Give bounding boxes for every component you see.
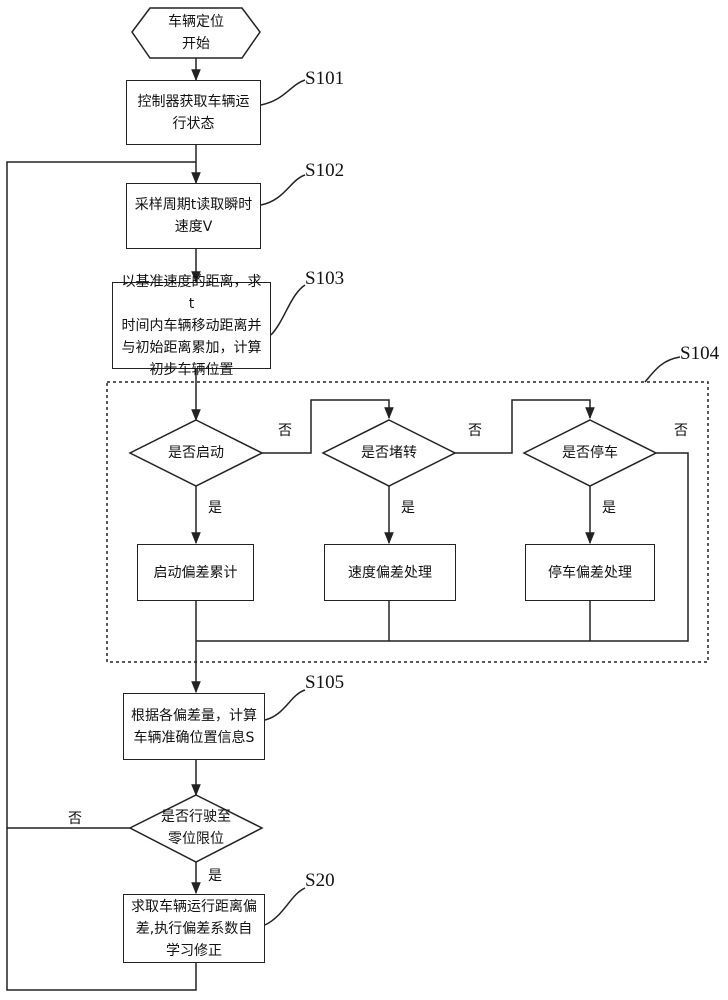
- decision-limit-text: 是否行驶至 零位限位: [161, 809, 231, 847]
- yes-label-stall: 是: [401, 500, 415, 516]
- decision-start-text: 是否启动: [168, 445, 224, 461]
- no-label-start: 否: [278, 423, 292, 439]
- s103-box: 以基准速度的距离，求t 时间内车辆移动距离并 与初始距离累加，计算 初步车辆位置: [112, 274, 271, 378]
- yes-label-start: 是: [208, 500, 222, 516]
- decision-stall-text: 是否堵转: [361, 445, 417, 461]
- yes-label-stop: 是: [602, 500, 616, 516]
- s102-box: 采样周期t读取瞬时 速度V: [126, 183, 261, 249]
- s105-box: 根据各偏差量，计算 车辆准确位置信息S: [123, 693, 265, 760]
- s101-label: S101: [305, 68, 345, 89]
- s105-label: S105: [305, 672, 345, 693]
- s101-box: 控制器获取车辆运 行状态: [126, 80, 261, 145]
- process-speed-dev: 速度偏差处理: [324, 544, 456, 601]
- no-label-stall: 否: [468, 423, 482, 439]
- s20-label: S20: [305, 870, 335, 891]
- s20-box: 求取车辆运行距离偏 差,执行偏差系数自 学习修正: [123, 894, 265, 963]
- decision-stop-text: 是否停车: [562, 445, 618, 461]
- s104-label: S104: [680, 343, 720, 364]
- start-terminal-shape: [131, 7, 261, 59]
- yes-label-limit: 是: [208, 868, 222, 884]
- no-label-limit: 否: [68, 811, 82, 827]
- process-stop-dev: 停车偏差处理: [525, 544, 655, 601]
- no-label-stop: 否: [674, 423, 688, 439]
- process-start-dev: 启动偏差累计: [137, 544, 254, 601]
- s104-region: [106, 381, 709, 663]
- start-terminal-text: 车辆定位 开始: [168, 14, 224, 52]
- s102-label: S102: [305, 160, 345, 181]
- s103-label: S103: [305, 268, 345, 289]
